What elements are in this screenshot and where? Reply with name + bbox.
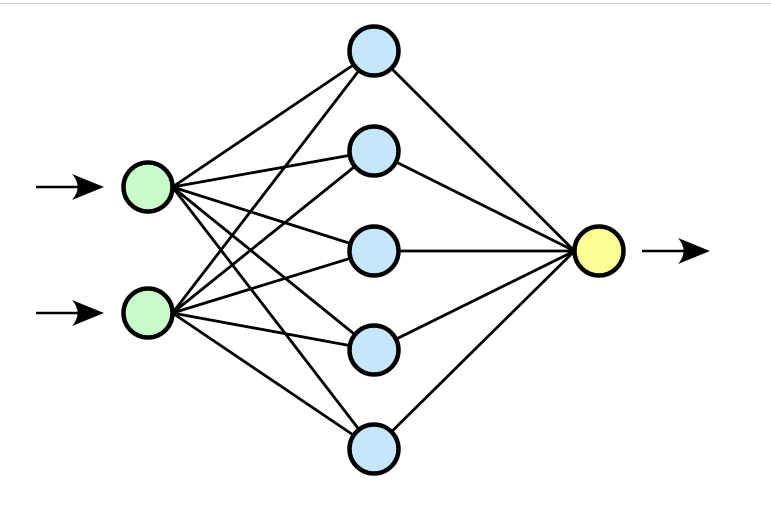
hidden-node-2 — [347, 124, 401, 178]
hidden-node-4 — [347, 323, 401, 377]
output-node — [572, 224, 626, 278]
edge-hidden-node-2-to-output-node — [373, 149, 576, 253]
input-arrow-2-head — [72, 300, 104, 326]
edge-input-node-2-to-hidden-node-4 — [172, 311, 375, 352]
hidden-node-3 — [347, 224, 401, 278]
hidden-node-5 — [347, 422, 401, 476]
edge-hidden-node-1-to-output-node — [373, 50, 576, 252]
edge-input-node-1-to-hidden-node-2 — [172, 149, 375, 189]
input-node-1 — [121, 160, 175, 214]
hidden-node-1 — [347, 24, 401, 78]
input-arrow-1-head — [72, 174, 104, 200]
edge-hidden-node-5-to-output-node — [373, 250, 576, 450]
edge-input-node-1-to-hidden-node-5 — [171, 186, 376, 450]
top-border-rule — [0, 3, 771, 4]
edge-input-node-2-to-hidden-node-5 — [171, 311, 375, 451]
edge-input-node-2-to-hidden-node-1 — [171, 50, 376, 314]
edge-hidden-node-4-to-output-node — [373, 249, 576, 352]
input-node-2 — [121, 286, 175, 340]
edge-input-node-2-to-hidden-node-3 — [172, 249, 375, 315]
edge-input-node-1-to-hidden-node-1 — [171, 49, 375, 189]
edge-input-node-2-to-hidden-node-2 — [171, 149, 375, 315]
output-arrow-head — [678, 238, 710, 264]
edge-input-node-1-to-hidden-node-4 — [171, 185, 375, 352]
edge-input-node-1-to-hidden-node-3 — [172, 185, 375, 253]
